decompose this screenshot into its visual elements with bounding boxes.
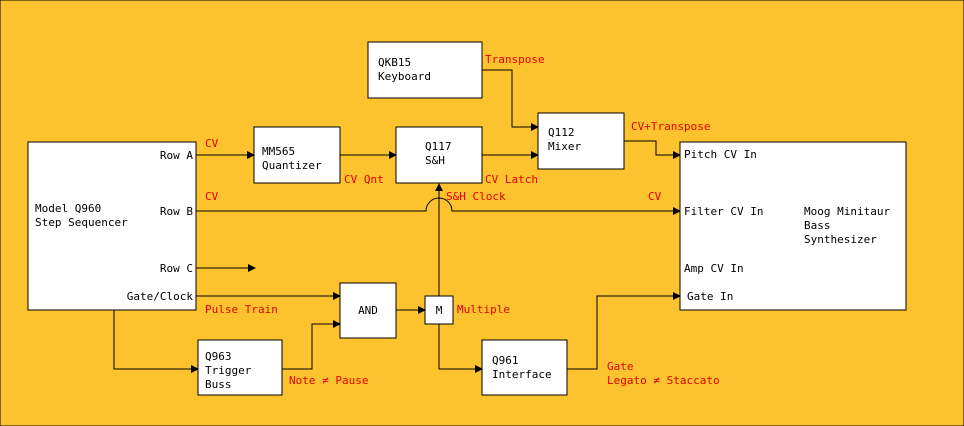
quantizer-model: MM565 bbox=[262, 145, 295, 158]
signal-cv-qnt: CV Qnt bbox=[344, 173, 384, 186]
interface-label: Interface bbox=[492, 368, 552, 381]
mixer-label: Mixer bbox=[548, 140, 581, 153]
multiple-label: M bbox=[436, 304, 443, 317]
keyboard-model: QKB15 bbox=[378, 56, 411, 69]
port-gate-in: Gate In bbox=[687, 290, 733, 303]
sequencer-type: Step Sequencer bbox=[35, 216, 128, 229]
multiple-box: M bbox=[424, 295, 454, 325]
connection-wires bbox=[113, 69, 681, 373]
keyboard-box: QKB15 Keyboard bbox=[367, 41, 483, 99]
synth-name: Moog Minitaur bbox=[804, 205, 890, 218]
wire-gate-to-trigger-buss bbox=[113, 310, 199, 373]
port-row-c: Row C bbox=[160, 262, 193, 275]
wire-mixer-to-pitch bbox=[624, 140, 681, 159]
signal-cv-filter: CV bbox=[648, 190, 662, 203]
signal-sh-clock: S&H Clock bbox=[446, 190, 506, 203]
signal-cv-transpose: CV+Transpose bbox=[631, 120, 710, 133]
signal-legato-staccato: Legato ≠ Staccato bbox=[607, 374, 720, 387]
wire-keyboard-to-mixer bbox=[482, 69, 539, 131]
quantizer-box: MM565 Quantizer bbox=[253, 126, 341, 184]
mixer-box: Q112 Mixer bbox=[537, 112, 625, 170]
wire-trigger-buss-to-and bbox=[282, 320, 341, 370]
signal-cv-row-b: CV bbox=[205, 190, 219, 203]
sequencer-name: Model Q960 bbox=[35, 202, 101, 215]
wire-multiple-to-interface bbox=[438, 324, 483, 373]
signal-pulse-train: Pulse Train bbox=[205, 303, 278, 316]
and-gate-label: AND bbox=[358, 304, 378, 317]
mixer-model: Q112 bbox=[548, 126, 575, 139]
step-sequencer-box: Model Q960 Step Sequencer Row A Row B Ro… bbox=[27, 141, 197, 311]
trigger-buss-label-1: Trigger bbox=[205, 364, 252, 377]
and-gate-box: AND bbox=[339, 282, 397, 339]
interface-model: Q961 bbox=[492, 354, 519, 367]
trigger-buss-model: Q963 bbox=[205, 350, 232, 363]
port-row-a: Row A bbox=[160, 149, 193, 162]
port-pitch-cv: Pitch CV In bbox=[684, 148, 757, 161]
port-amp-cv: Amp CV In bbox=[684, 262, 744, 275]
signal-gate: Gate bbox=[607, 360, 634, 373]
signal-cv-row-a: CV bbox=[205, 137, 219, 150]
signal-transpose: Transpose bbox=[485, 53, 545, 66]
port-gate-clock: Gate/Clock bbox=[127, 290, 194, 303]
port-filter-cv: Filter CV In bbox=[684, 205, 763, 218]
sample-hold-model: Q117 bbox=[425, 140, 452, 153]
signal-multiple: Multiple bbox=[457, 303, 510, 316]
sample-hold-box: Q117 S&H bbox=[395, 126, 483, 184]
interface-box: Q961 Interface bbox=[481, 339, 568, 396]
trigger-buss-label-2: Buss bbox=[205, 378, 232, 391]
signal-cv-latch: CV Latch bbox=[485, 173, 538, 186]
synth-box: Pitch CV In Filter CV In Amp CV In Gate … bbox=[679, 141, 907, 311]
signal-note-pause: Note ≠ Pause bbox=[289, 374, 368, 387]
synth-label-1: Bass bbox=[804, 219, 831, 232]
synth-label-2: Synthesizer bbox=[804, 233, 877, 246]
quantizer-label: Quantizer bbox=[262, 159, 322, 172]
sample-hold-label: S&H bbox=[425, 154, 445, 167]
keyboard-label: Keyboard bbox=[378, 70, 431, 83]
wire-interface-to-gate-in bbox=[567, 292, 681, 370]
port-row-b: Row B bbox=[160, 205, 193, 218]
trigger-buss-box: Q963 Trigger Buss bbox=[197, 339, 283, 396]
signal-labels: CV CV CV Transpose CV+Transpose CV Qnt C… bbox=[205, 53, 720, 387]
